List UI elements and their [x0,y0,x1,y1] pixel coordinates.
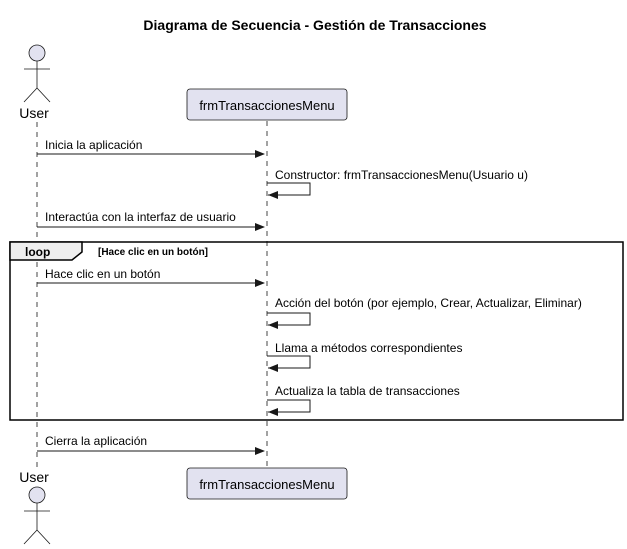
message-6-label: Llama a métodos correspondientes [275,341,462,355]
message-3: Interactúa con la interfaz de usuario [37,210,265,231]
actor-label-bottom: User [19,469,49,485]
message-4-label: Hace clic en un botón [45,267,160,281]
message-8: Cierra la aplicación [37,434,265,455]
message-5: Acción del botón (por ejemplo, Crear, Ac… [267,296,582,329]
message-5-label: Acción del botón (por ejemplo, Crear, Ac… [275,296,582,310]
message-8-label: Cierra la aplicación [45,434,147,448]
loop-fragment: loop [Hace clic en un botón] [9,241,624,421]
user-actor-bottom: User [19,469,51,545]
actor-label-top: User [19,105,49,121]
loop-keyword: loop [25,245,50,259]
loop-condition: [Hace clic en un botón] [98,247,208,258]
message-6: Llama a métodos correspondientes [267,341,462,372]
object-participant-bottom: frmTransaccionesMenu [186,467,348,500]
message-1: Inicia la aplicación [37,138,265,158]
message-4: Hace clic en un botón [37,267,265,287]
message-2-label: Constructor: frmTransaccionesMenu(Usuari… [275,168,528,182]
user-actor-top: User [19,44,51,121]
object-participant-top: frmTransaccionesMenu [186,88,348,121]
participant-label-top: frmTransaccionesMenu [199,98,334,113]
actor-head-icon [28,44,46,62]
message-1-label: Inicia la aplicación [45,138,142,152]
message-2: Constructor: frmTransaccionesMenu(Usuari… [267,168,528,199]
participant-label-bottom: frmTransaccionesMenu [199,477,334,492]
message-7: Actualiza la tabla de transacciones [267,384,460,416]
message-7-label: Actualiza la tabla de transacciones [275,384,460,398]
message-3-label: Interactúa con la interfaz de usuario [45,210,236,224]
actor-head-icon [28,486,46,504]
diagram-title: Diagrama de Secuencia - Gestión de Trans… [143,17,486,33]
